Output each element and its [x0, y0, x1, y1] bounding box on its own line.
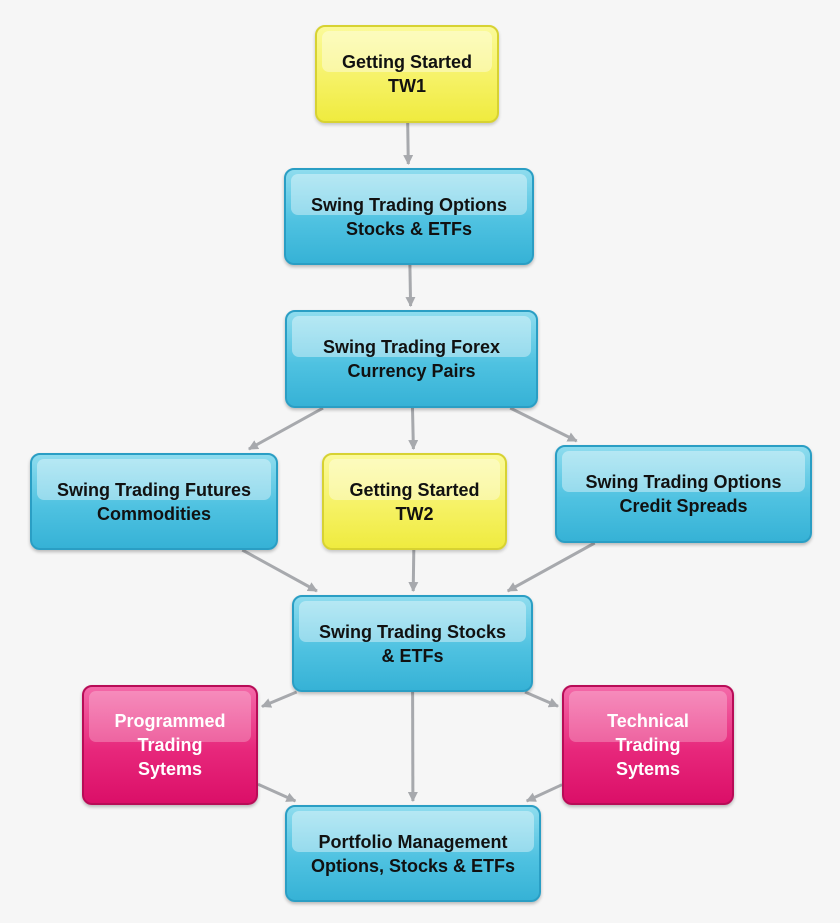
arrow-stocks_etfs-to-technical_trading_systems: [524, 690, 559, 708]
node-line: Currency Pairs: [347, 361, 476, 381]
arrow-forex_currency_pairs-to-options_credit_spreads: [509, 406, 578, 443]
node-getting-started-tw1[interactable]: Getting Started TW1: [315, 25, 499, 123]
node-line: Technical: [607, 711, 689, 731]
node-line: Swing Trading Options: [585, 472, 782, 492]
node-programmed-trading-systems[interactable]: Programmed Trading Sytems: [82, 685, 258, 805]
node-line: Getting Started: [341, 52, 472, 72]
arrow-options_credit_spreads-to-stocks_etfs: [506, 541, 596, 593]
arrow-getting_started_tw2-to-stocks_etfs: [408, 549, 419, 592]
node-line: Commodities: [96, 503, 211, 524]
arrow-technical_trading_systems-to-portfolio_management: [525, 783, 563, 803]
node-swing-trading-options-stocks-etfs[interactable]: Swing Trading Options Stocks & ETFs: [284, 168, 534, 265]
node-swing-trading-options-credit-spreads[interactable]: Swing Trading Options Credit Spreads: [555, 445, 812, 543]
node-getting-started-tw2[interactable]: Getting Started TW2: [322, 453, 507, 550]
node-swing-trading-forex-currency-pairs[interactable]: Swing Trading Forex Currency Pairs: [285, 310, 538, 408]
node-line: Swing Trading Futures: [56, 479, 251, 500]
node-line: Sytems: [137, 759, 203, 779]
node-line: Trading: [137, 735, 203, 755]
node-portfolio-management[interactable]: Portfolio Management Options, Stocks & E…: [285, 805, 541, 902]
node-line: Trading: [615, 735, 681, 755]
arrow-programmed_trading_systems-to-portfolio_management: [257, 782, 297, 803]
node-swing-trading-stocks-etfs[interactable]: Swing Trading Stocks & ETFs: [292, 595, 533, 692]
node-line: Options, Stocks & ETFs: [310, 855, 516, 876]
node-technical-trading-systems[interactable]: Technical Trading Sytems: [562, 685, 734, 805]
arrow-getting_started_tw1-to-options_stocks_etfs: [403, 122, 414, 165]
node-line: Swing Trading Options: [311, 194, 507, 215]
node-line: Swing Trading Forex: [322, 337, 501, 357]
node-line: TW2: [395, 503, 434, 524]
node-line: TW1: [388, 76, 426, 96]
node-line: Programmed: [114, 711, 226, 731]
node-line: & ETFs: [381, 645, 444, 666]
node-line: Swing Trading Stocks: [318, 621, 507, 642]
arrow-futures_commodities-to-stocks_etfs: [241, 548, 318, 593]
node-line: Getting Started: [349, 479, 480, 500]
arrow-forex_currency_pairs-to-futures_commodities: [248, 406, 324, 451]
arrow-forex_currency_pairs-to-getting_started_tw2: [408, 407, 419, 450]
node-line: Credit Spreads: [619, 496, 748, 516]
node-line: Sytems: [615, 759, 681, 779]
node-swing-trading-futures-commodities[interactable]: Swing Trading Futures Commodities: [30, 453, 278, 550]
node-line: Portfolio Management: [318, 831, 508, 852]
arrow-stocks_etfs-to-programmed_trading_systems: [261, 690, 298, 708]
node-line: Stocks & ETFs: [345, 218, 473, 239]
arrow-options_stocks_etfs-to-forex_currency_pairs: [405, 264, 416, 307]
